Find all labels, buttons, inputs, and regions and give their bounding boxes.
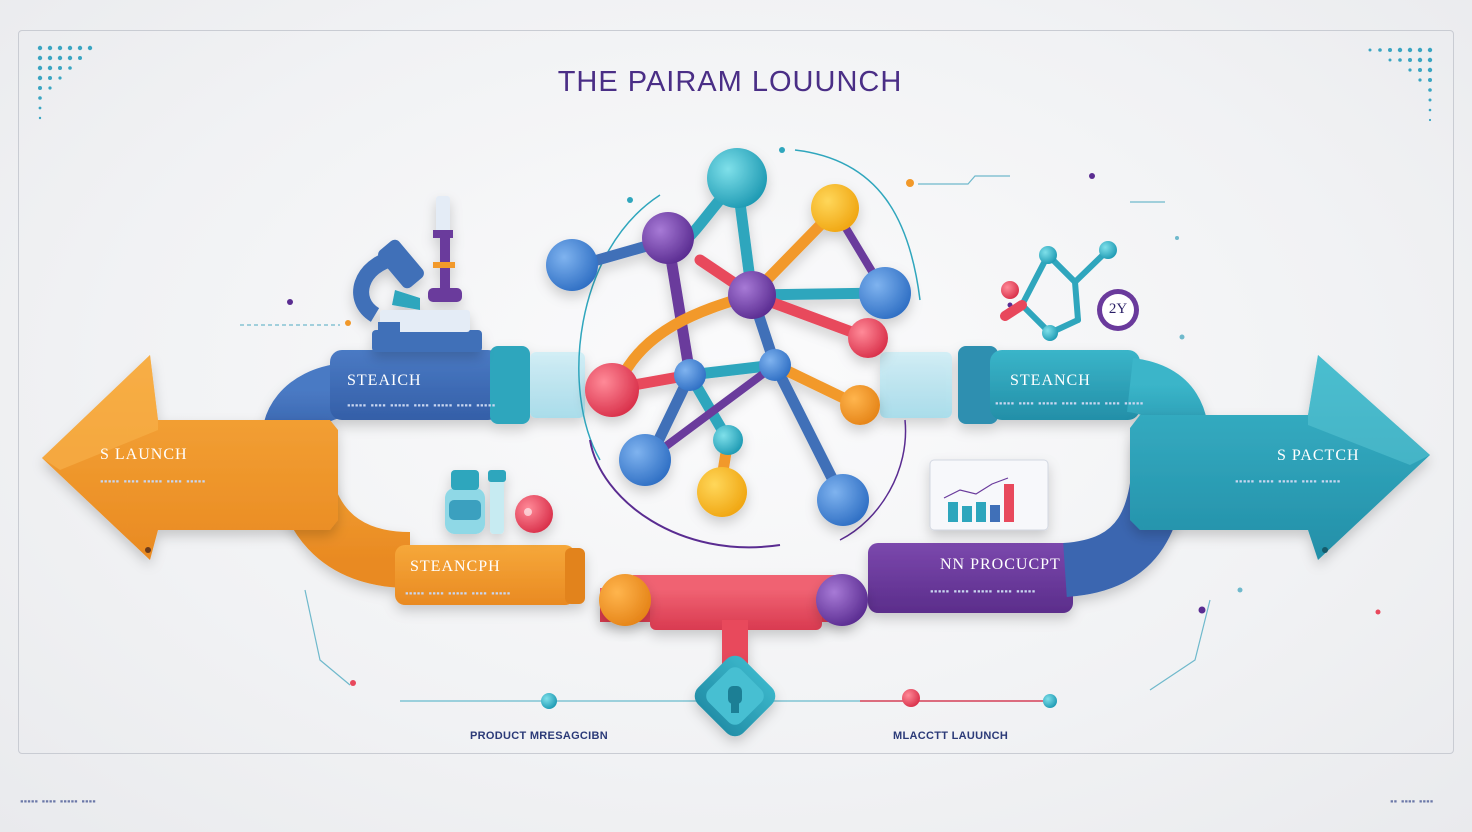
right-arrow <box>1130 355 1430 560</box>
pipe-joints <box>599 574 868 626</box>
node-magenta <box>642 212 694 264</box>
stage-label-left-arrow: S LAUNCH <box>100 446 188 463</box>
stage-label-top-right: STEANCH <box>1010 372 1091 389</box>
microscope-icon <box>353 196 482 352</box>
corner-dots-top-right <box>1368 47 1433 122</box>
fine-print-left-arrow: ▪▪▪▪▪ ▪▪▪▪ ▪▪▪▪▪ ▪▪▪▪ ▪▪▪▪▪ <box>100 478 206 485</box>
stage-label-right-arrow: S PACTCH <box>1277 447 1360 464</box>
outer-frame <box>18 30 1454 754</box>
timeline-dot-2 <box>902 689 920 707</box>
node-mid-small <box>759 349 791 381</box>
corner-text-right: ▪▪ ▪▪▪▪ ▪▪▪▪ <box>1390 798 1434 805</box>
orbit-ring <box>578 147 921 549</box>
lab-bottles-icon <box>445 470 553 534</box>
badge-text: 2Y <box>1108 301 1128 317</box>
timeline-line <box>400 689 1057 709</box>
timeline-dot-1 <box>541 693 557 709</box>
page-title: THE PAIRAM LOUUNCH <box>557 66 903 98</box>
fine-print-top-right: ▪▪▪▪▪ ▪▪▪▪ ▪▪▪▪▪ ▪▪▪▪ ▪▪▪▪▪ ▪▪▪▪ ▪▪▪▪▪ <box>995 400 1144 407</box>
node-top <box>707 148 767 208</box>
timeline-label-left: PRODUCT MRESAGCIBN <box>470 730 609 742</box>
key-diamond-node <box>694 655 776 737</box>
decorative-lines <box>240 173 1381 691</box>
node-red-left <box>585 363 639 417</box>
node-right-red <box>848 318 888 358</box>
stage-label-top-left: STEAICH <box>347 372 422 389</box>
central-molecule-network <box>546 148 911 526</box>
fine-print-right-arrow: ▪▪▪▪▪ ▪▪▪▪ ▪▪▪▪▪ ▪▪▪▪ ▪▪▪▪▪ <box>1235 478 1341 485</box>
node-bottom-yellow <box>697 467 747 517</box>
left-arrow <box>42 355 338 560</box>
node-bottom-left-blue <box>619 434 671 486</box>
timeline-label-right: MLACCTT LAUUNCH <box>893 730 1009 742</box>
small-molecule-icon <box>1000 241 1139 341</box>
node-mid-left-small <box>674 359 706 391</box>
corner-dots-top-left <box>37 45 93 120</box>
fine-print-top-left: ▪▪▪▪▪ ▪▪▪▪ ▪▪▪▪▪ ▪▪▪▪ ▪▪▪▪▪ ▪▪▪▪ ▪▪▪▪▪ <box>347 402 496 409</box>
stage-label-bottom-left: STEANCPH <box>410 558 501 575</box>
node-left-blue <box>546 239 598 291</box>
node-small-teal <box>713 425 743 455</box>
node-yellow-top <box>811 184 859 232</box>
node-bottom-right-blue <box>817 474 869 526</box>
chart-card-icon <box>929 459 1049 531</box>
fine-print-bottom-right: ▪▪▪▪▪ ▪▪▪▪ ▪▪▪▪▪ ▪▪▪▪ ▪▪▪▪▪ <box>930 588 1036 595</box>
corner-text-left: ▪▪▪▪▪ ▪▪▪▪ ▪▪▪▪▪ ▪▪▪▪ <box>20 798 96 805</box>
node-right-blue <box>859 267 911 319</box>
fine-print-bottom-left: ▪▪▪▪▪ ▪▪▪▪ ▪▪▪▪▪ ▪▪▪▪ ▪▪▪▪▪ <box>405 590 511 597</box>
stage-label-bottom-right: NN PROCUCPT <box>940 556 1061 573</box>
node-right-orange <box>840 385 880 425</box>
timeline-dot-3 <box>1043 694 1057 708</box>
node-center <box>728 271 776 319</box>
